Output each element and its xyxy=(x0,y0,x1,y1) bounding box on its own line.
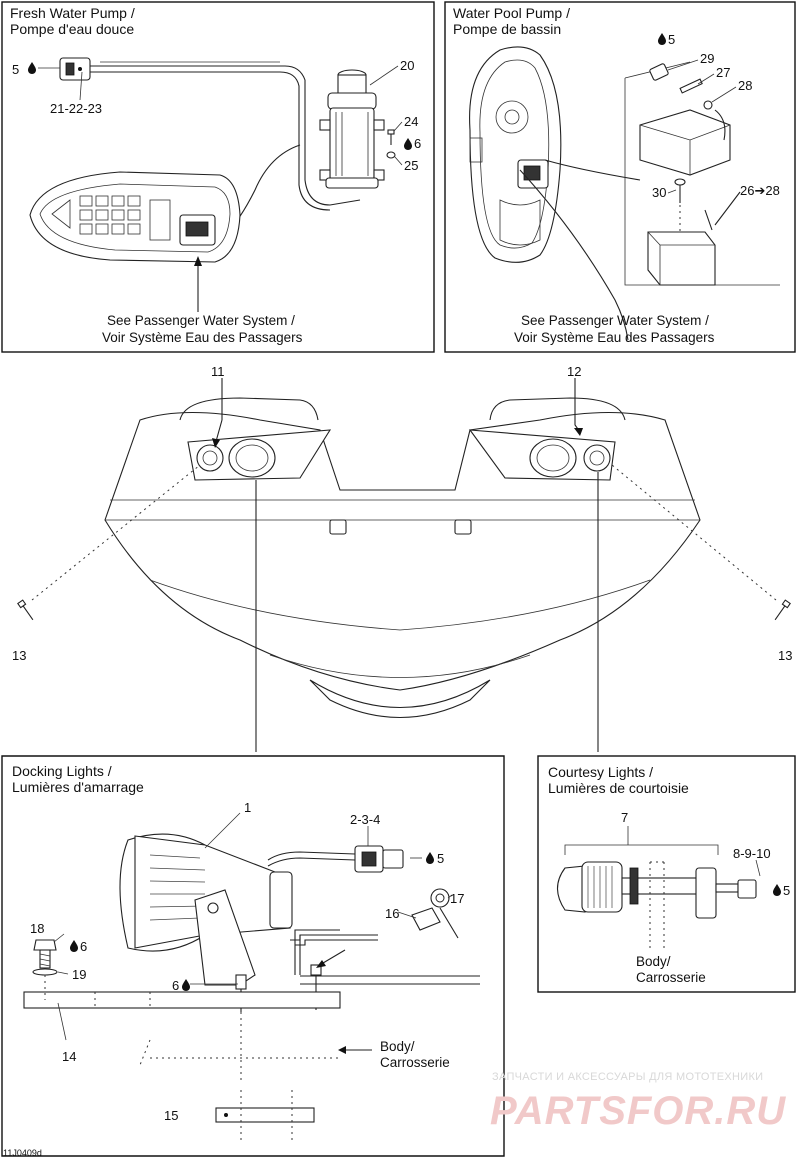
callout-6-docking: 6 xyxy=(172,978,179,993)
callout-25: 25 xyxy=(404,158,418,173)
courtesy-lights-drawing xyxy=(556,826,761,950)
callout-2-3-4: 2-3-4 xyxy=(350,812,380,827)
water-pool-pump-drawing xyxy=(469,46,780,341)
callout-13-left: 13 xyxy=(12,648,26,663)
callout-13-right: 13 xyxy=(778,648,792,663)
courtesy-lights-title: Courtesy Lights / xyxy=(548,764,653,780)
body-label-docking: Body/ xyxy=(380,1039,415,1054)
callout-6-fresh: 6 xyxy=(414,136,421,151)
water-pool-pump-panel xyxy=(444,1,796,353)
oil-drop-icon xyxy=(773,884,781,896)
callout-16: 16 xyxy=(385,906,399,921)
callout-19: 19 xyxy=(72,967,86,982)
see-passenger-water-pool-fr: Voir Système Eau des Passagers xyxy=(514,330,715,345)
callout-1: 1 xyxy=(244,800,251,815)
callout-5-pool: 5 xyxy=(668,32,675,47)
water-pool-pump-title: Water Pool Pump / xyxy=(453,5,570,21)
watermark-logo: PARTSFOR.RU xyxy=(490,1089,786,1133)
callout-27: 27 xyxy=(716,65,730,80)
callout-30: 30 xyxy=(652,185,666,200)
oil-drop-icon xyxy=(404,138,412,150)
watermark-tagline: ЗАПЧАСТИ И АКСЕССУАРЫ ДЛЯ МОТОТЕХНИКИ xyxy=(492,1071,763,1083)
callout-8-9-10: 8-9-10 xyxy=(733,846,771,861)
callout-15: 15 xyxy=(164,1108,178,1123)
callout-28: 28 xyxy=(738,78,752,93)
see-passenger-water-fresh: See Passenger Water System / xyxy=(107,313,295,328)
fresh-water-pump-drawing xyxy=(29,57,396,312)
callout-24: 24 xyxy=(404,114,418,129)
fresh-water-pump-title: Fresh Water Pump / xyxy=(10,5,135,21)
body-label-courtesy-fr: Carrosserie xyxy=(636,970,706,985)
oil-drop-icon xyxy=(658,33,666,45)
body-label-docking-fr: Carrosserie xyxy=(380,1055,450,1070)
drawing-code: 11J0409d xyxy=(3,1148,42,1158)
docking-lights-title-fr: Lumières d'amarrage xyxy=(12,779,144,795)
fresh-water-pump-title-fr: Pompe d'eau douce xyxy=(10,21,134,37)
callout-21-22-23: 21-22-23 xyxy=(50,101,102,116)
callout-12: 12 xyxy=(567,364,581,379)
courtesy-lights-title-fr: Lumières de courtoisie xyxy=(548,780,689,796)
callout-11: 11 xyxy=(211,364,225,379)
oil-drop-icon xyxy=(426,852,434,864)
oil-drop-icon xyxy=(70,940,78,952)
see-passenger-water-pool: See Passenger Water System / xyxy=(521,313,709,328)
oil-drop-icon xyxy=(28,62,36,74)
callout-20: 20 xyxy=(400,58,414,73)
callout-7: 7 xyxy=(621,810,628,825)
callout-29: 29 xyxy=(700,51,714,66)
body-label-courtesy: Body/ xyxy=(636,954,671,969)
see-passenger-water-fresh-fr: Voir Système Eau des Passagers xyxy=(102,330,303,345)
callout-5-fresh: 5 xyxy=(12,62,19,77)
oil-drop-icon xyxy=(182,979,190,991)
fresh-water-pump-panel xyxy=(1,1,435,353)
callout-14: 14 xyxy=(62,1049,76,1064)
callout-18: 18 xyxy=(30,921,44,936)
watercraft-rear-view xyxy=(17,378,791,752)
courtesy-lights-panel xyxy=(537,755,796,993)
docking-lights-title: Docking Lights / xyxy=(12,763,112,779)
callout-5-docking: 5 xyxy=(437,851,444,866)
docking-lights-drawing xyxy=(23,812,480,1140)
callout-6-docking-left: 6 xyxy=(80,939,87,954)
water-pool-pump-title-fr: Pompe de bassin xyxy=(453,21,561,37)
callout-17: 17 xyxy=(450,891,464,906)
callout-26-28: 26➔28 xyxy=(740,183,780,198)
docking-lights-panel xyxy=(1,755,505,1157)
callout-5-courtesy: 5 xyxy=(783,883,790,898)
